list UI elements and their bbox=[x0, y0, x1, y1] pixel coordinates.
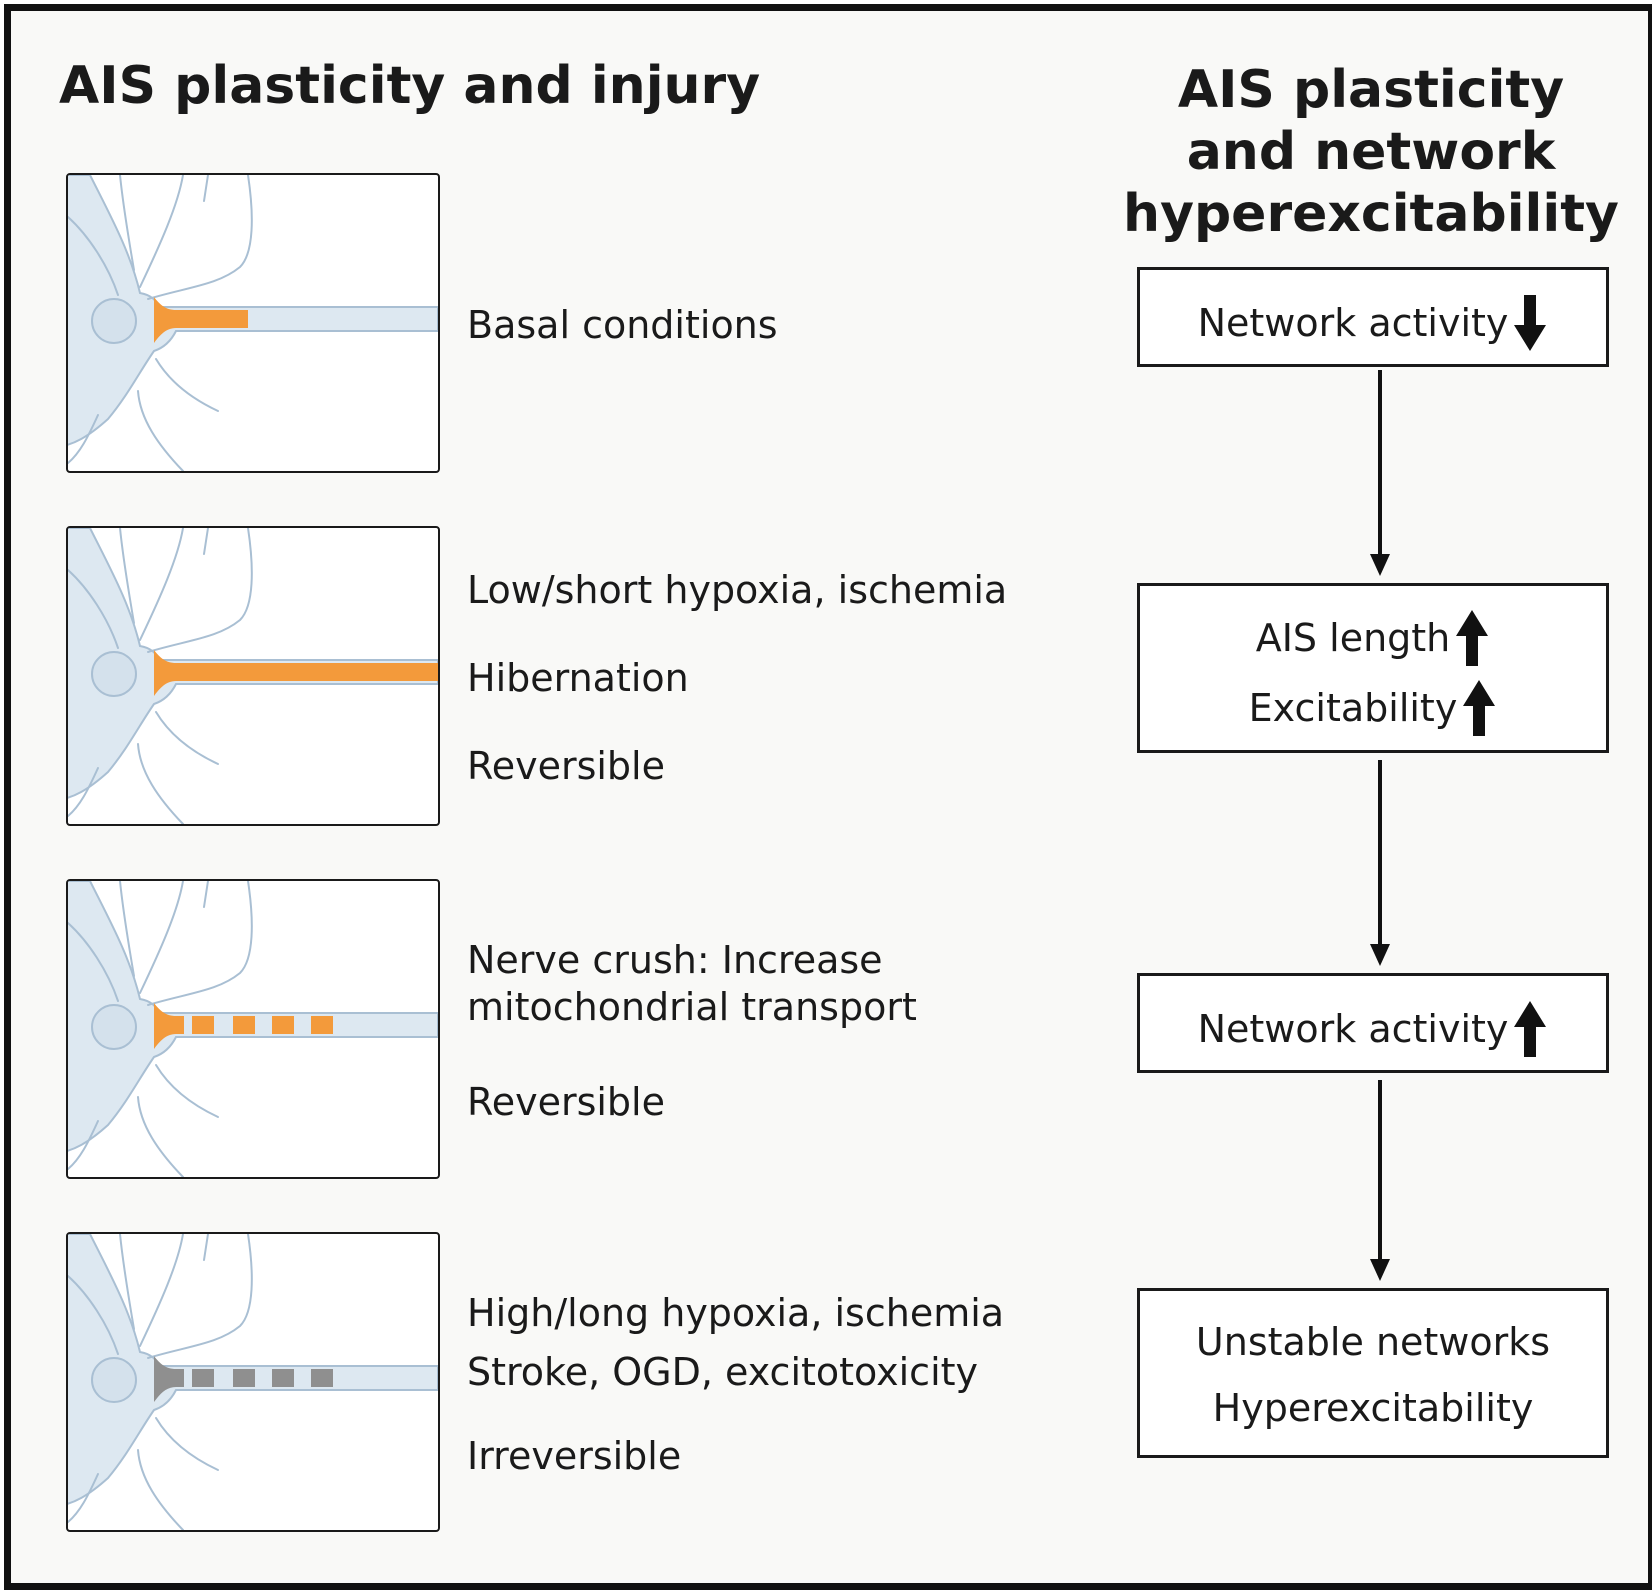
condition-mito-transport: mitochondrial transport bbox=[467, 985, 917, 1029]
flow-text: Network activity bbox=[1197, 301, 1509, 345]
flow-line: Network activity bbox=[1140, 999, 1606, 1059]
flow-box-unstable-networks: Unstable networks Hyperexcitability bbox=[1137, 1288, 1609, 1458]
condition-hibernation: Hibernation bbox=[467, 656, 689, 700]
condition-reversible: Reversible bbox=[467, 1080, 665, 1124]
flow-line: Network activity bbox=[1140, 293, 1606, 353]
connector-arrow-icon bbox=[1370, 1080, 1390, 1281]
neuron-panel-elongated bbox=[66, 526, 440, 826]
condition-stroke: Stroke, OGD, excitotoxicity bbox=[467, 1350, 979, 1394]
flow-box-network-activity-up: Network activity bbox=[1137, 973, 1609, 1073]
flow-text: Network activity bbox=[1197, 1007, 1509, 1051]
up-arrow-icon bbox=[1514, 1001, 1547, 1057]
flow-line: Hyperexcitability bbox=[1140, 1381, 1606, 1432]
neuron-panel-basal bbox=[66, 173, 440, 473]
flow-box-network-activity-down: Network activity bbox=[1137, 267, 1609, 367]
condition-high-hypoxia: High/long hypoxia, ischemia bbox=[467, 1291, 1005, 1335]
down-arrow-icon bbox=[1514, 295, 1547, 351]
condition-basal: Basal conditions bbox=[467, 303, 778, 347]
neuron-illustration bbox=[68, 881, 438, 1177]
neuron-panel-fragmented bbox=[66, 879, 440, 1179]
up-arrow-icon bbox=[1456, 610, 1489, 666]
flow-line: Unstable networks bbox=[1140, 1315, 1606, 1366]
flow-box-ais-length-excitability: AIS length Excitability bbox=[1137, 583, 1609, 753]
neuron-panel-degraded bbox=[66, 1232, 440, 1532]
connector-arrow-icon bbox=[1370, 370, 1390, 576]
neuron-illustration bbox=[68, 175, 438, 471]
connector-arrow-icon bbox=[1370, 760, 1390, 966]
condition-irreversible: Irreversible bbox=[467, 1434, 682, 1478]
flow-line: AIS length bbox=[1140, 608, 1606, 668]
flow-text: Excitability bbox=[1248, 686, 1458, 730]
flow-line: Excitability bbox=[1140, 678, 1606, 738]
condition-reversible: Reversible bbox=[467, 744, 665, 788]
figure-frame: AIS plasticity and injury AIS plasticity… bbox=[4, 4, 1652, 1590]
flow-text: Hyperexcitability bbox=[1212, 1385, 1534, 1430]
neuron-illustration bbox=[68, 528, 438, 824]
condition-low-hypoxia: Low/short hypoxia, ischemia bbox=[467, 568, 1008, 612]
flow-text: Unstable networks bbox=[1195, 1319, 1551, 1364]
up-arrow-icon bbox=[1463, 680, 1496, 736]
neuron-illustration bbox=[68, 1234, 438, 1530]
condition-nerve-crush: Nerve crush: Increase bbox=[467, 938, 883, 982]
right-column-title: AIS plasticity and network hyperexcitabi… bbox=[1123, 60, 1619, 244]
left-column-title: AIS plasticity and injury bbox=[59, 56, 761, 116]
flow-text: AIS length bbox=[1255, 616, 1451, 660]
